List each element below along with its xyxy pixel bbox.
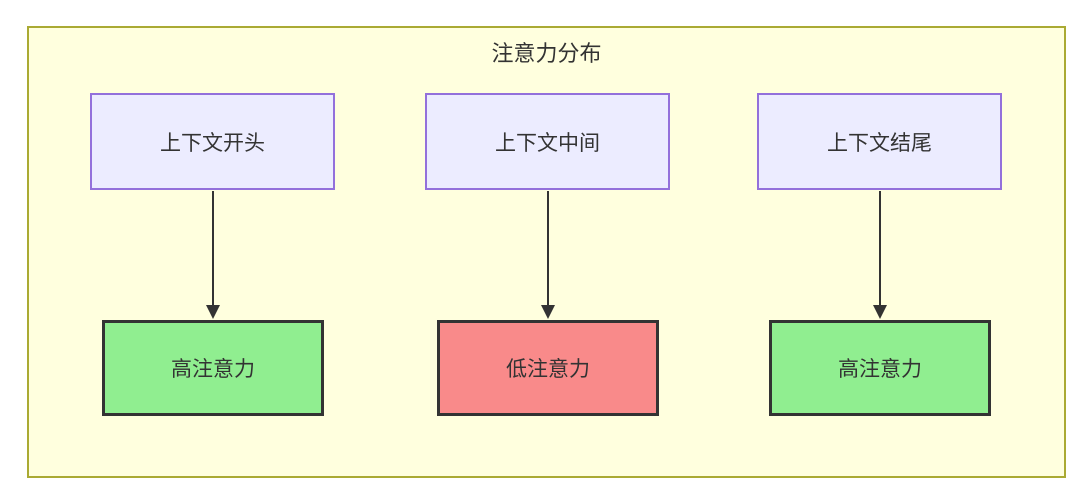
edge-context-end-to-high	[873, 191, 887, 319]
arrowhead-down-icon	[873, 305, 887, 319]
node-context-end: 上下文结尾	[757, 93, 1002, 190]
edge-context-middle-to-low	[541, 191, 555, 319]
node-high-attention-1-label: 高注意力	[171, 358, 255, 381]
arrowhead-down-icon	[541, 305, 555, 319]
node-high-attention-2-label: 高注意力	[838, 358, 922, 381]
node-context-end-label: 上下文结尾	[827, 131, 932, 155]
edge-line	[212, 191, 214, 306]
edge-line	[547, 191, 549, 306]
arrowhead-down-icon	[206, 305, 220, 319]
node-low-attention-label: 低注意力	[506, 358, 590, 381]
node-context-start-label: 上下文开头	[160, 131, 265, 155]
edge-context-start-to-high	[206, 191, 220, 319]
node-low-attention: 低注意力	[437, 320, 659, 416]
diagram-title: 注意力分布	[491, 41, 602, 66]
node-context-middle-label: 上下文中间	[495, 131, 600, 155]
node-context-middle: 上下文中间	[425, 93, 670, 190]
node-high-attention-1: 高注意力	[102, 320, 324, 416]
edge-line	[879, 191, 881, 306]
node-high-attention-2: 高注意力	[769, 320, 991, 416]
node-context-start: 上下文开头	[90, 93, 335, 190]
